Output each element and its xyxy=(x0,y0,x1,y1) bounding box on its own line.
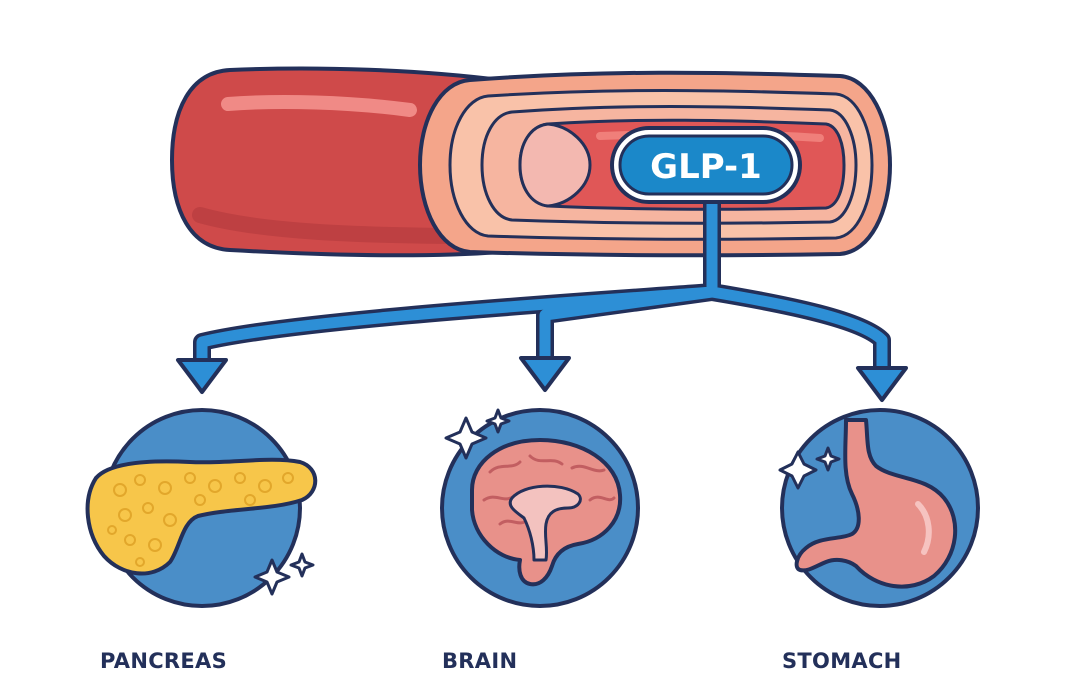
vessel-highlight xyxy=(221,95,417,117)
pancreas-target xyxy=(85,408,318,608)
stomach-highlight xyxy=(915,501,932,555)
vessel-lumen-left-rim xyxy=(518,122,592,208)
glp1-badge: GLP-1 xyxy=(610,126,802,204)
brain-label: BRAIN xyxy=(442,649,518,673)
arrowhead-brain xyxy=(519,356,571,392)
sparkle-icon xyxy=(815,446,841,472)
arrowhead-pancreas xyxy=(176,358,228,394)
pancreas-label: PANCREAS xyxy=(100,649,227,673)
sparkle-icon xyxy=(778,450,818,490)
arrow-trunk xyxy=(196,189,888,376)
arrows xyxy=(176,186,908,402)
sparkle-icon xyxy=(289,552,315,578)
brainstem xyxy=(508,484,582,562)
arrowhead-stomach xyxy=(856,366,908,402)
vessel-outer-wall xyxy=(170,66,502,258)
glp1-label: GLP-1 xyxy=(650,147,762,187)
pancreas-texture xyxy=(107,472,294,567)
pancreas-icon xyxy=(85,457,318,576)
stomach-target xyxy=(778,408,980,608)
vessel-shadow xyxy=(192,207,488,244)
brain-target xyxy=(440,408,640,608)
sparkle-icon xyxy=(253,558,291,596)
stomach-label: STOMACH xyxy=(782,649,902,673)
stomach-icon xyxy=(794,418,958,589)
sparkle-icon xyxy=(485,408,511,434)
sparkle-icon xyxy=(444,416,488,460)
